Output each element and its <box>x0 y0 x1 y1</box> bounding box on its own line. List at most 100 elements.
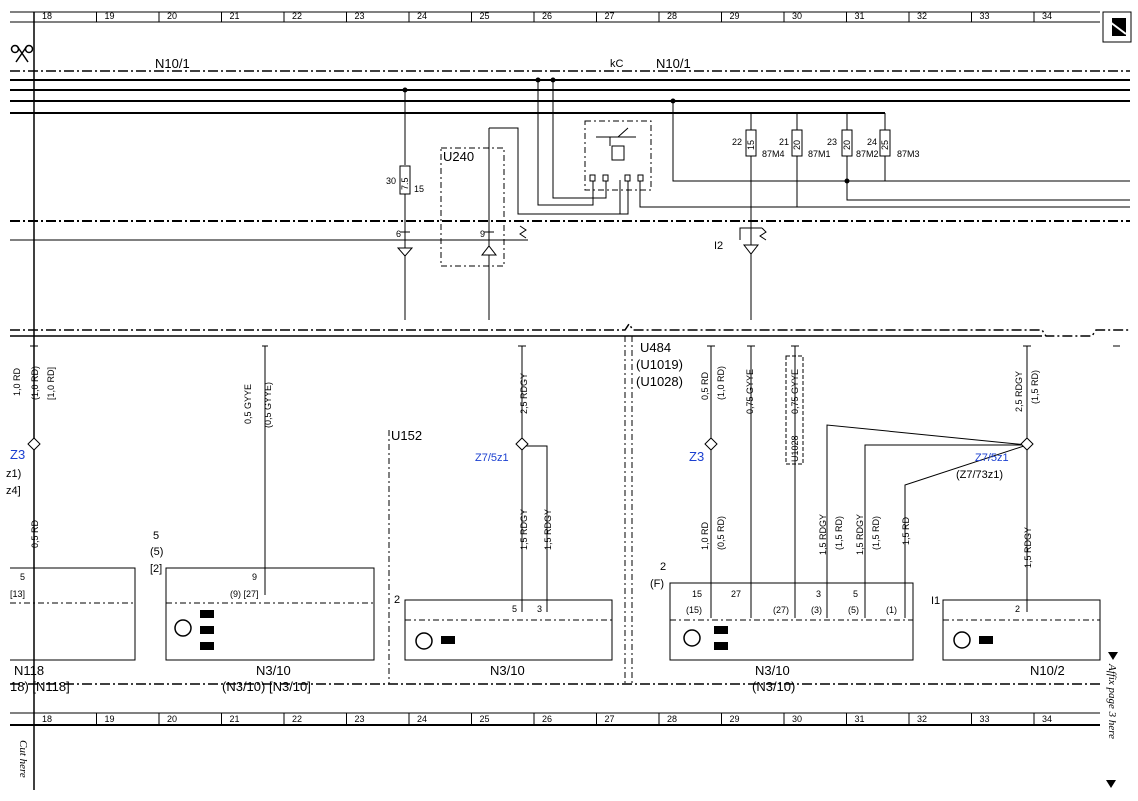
column-number: 24 <box>417 714 427 724</box>
column-number: 20 <box>167 11 177 21</box>
i2-label: I2 <box>714 240 723 252</box>
fuse-pin: 15 <box>414 184 424 194</box>
column-number: 18 <box>42 11 52 21</box>
pin-number: 5 <box>20 572 25 582</box>
wire-label: 1,5 RDGY <box>818 514 828 555</box>
column-number: 19 <box>105 714 115 724</box>
u484-label: U484 <box>640 340 671 355</box>
wire-label: (0,5 GYYE) <box>263 382 273 428</box>
column-number: 26 <box>542 714 552 724</box>
pin-number: 3 <box>816 589 821 599</box>
fuse-pin: 87M2 <box>856 149 879 159</box>
wire-label: 0,5 RD <box>700 371 710 400</box>
column-number: 32 <box>917 714 927 724</box>
column-number: 29 <box>730 11 740 21</box>
column-number: 26 <box>542 11 552 21</box>
pin-number: I1 <box>931 595 940 607</box>
wire-label: 2,5 RDGY <box>1014 371 1024 412</box>
component-name: N3/10 <box>256 663 291 678</box>
pin-number: (15) <box>686 605 702 615</box>
scissors-icon <box>10 44 34 63</box>
pin-number: (3) <box>811 605 822 615</box>
z3-label: Z3 <box>689 449 704 464</box>
z7-label: Z7/5z1 <box>475 452 509 464</box>
fuse-rating: 25 <box>880 140 890 150</box>
pin-number: (1) <box>886 605 897 615</box>
wire-label: 1,5 RDGY <box>543 509 553 550</box>
column-number: 34 <box>1042 11 1052 21</box>
pin-number: (9) [27] <box>230 589 259 599</box>
column-number: 30 <box>792 714 802 724</box>
pin-number: 27 <box>731 589 741 599</box>
column-number: 31 <box>855 714 865 724</box>
column-number: 28 <box>667 11 677 21</box>
cut-here-marker: Cut here <box>17 740 29 778</box>
wire-label: [1,0 RD] <box>46 367 56 400</box>
column-number: 33 <box>980 714 990 724</box>
column-number: 24 <box>417 11 427 21</box>
fuse-number: 30 <box>386 176 396 186</box>
column-number: 20 <box>167 714 177 724</box>
fuse-number: 21 <box>779 137 789 147</box>
splice-label: z4] <box>6 485 21 497</box>
arrow-down-icon <box>1106 652 1118 788</box>
pin-number: 2 <box>1015 604 1020 614</box>
pin-number: 5 <box>153 530 159 542</box>
pin-number: 9 <box>252 572 257 582</box>
column-number: 29 <box>730 714 740 724</box>
wire-label: 1,5 RDGY <box>519 509 529 550</box>
wire-label: (1,0 RD) <box>30 366 40 400</box>
wire-label: 1,5 RDGY <box>855 514 865 555</box>
component-name: N3/10 <box>755 663 790 678</box>
wire-label: 2,5 RDGY <box>519 373 529 414</box>
column-number: 23 <box>355 714 365 724</box>
book-icon <box>1102 11 1132 43</box>
splice-label: z1) <box>6 468 21 480</box>
z7-label: (Z7/73z1) <box>956 469 1003 481</box>
fuse-number: 22 <box>732 137 742 147</box>
pin-number: 15 <box>692 589 702 599</box>
pin-number: [2] <box>150 563 162 575</box>
column-number: 21 <box>230 11 240 21</box>
column-number: 27 <box>605 714 615 724</box>
pin-number: (27) <box>773 605 789 615</box>
wire-label: (1,5 RD) <box>834 516 844 550</box>
wire-label: 1,0 RD <box>12 367 22 396</box>
pin-number: 9 <box>480 229 485 239</box>
column-number: 33 <box>980 11 990 21</box>
u1028-box-label: U1028 <box>790 435 800 462</box>
kc-label: kC <box>610 58 624 70</box>
z7-label: Z7/5z1 <box>975 452 1009 464</box>
pin-number: 3 <box>537 604 542 614</box>
wire-label: (1,5 RD) <box>871 516 881 550</box>
column-number: 25 <box>480 11 490 21</box>
column-number: 22 <box>292 11 302 21</box>
pin-number: (5) <box>848 605 859 615</box>
u1028-label: (U1028) <box>636 374 683 389</box>
column-number: 18 <box>42 714 52 724</box>
fuse-rating: 20 <box>792 140 802 150</box>
hand-pointer-icon <box>200 610 993 650</box>
fuse-pin: 87M4 <box>762 149 785 159</box>
wire-label: 0,5 RD <box>30 519 40 548</box>
wire-label: 0,75 GYYE <box>790 369 800 414</box>
module-label: N10/1 <box>155 56 190 71</box>
u240-label: U240 <box>443 149 474 164</box>
wire-label: 0,5 GYYE <box>243 384 253 424</box>
pin-number: 5 <box>853 589 858 599</box>
wire-label: 1,5 RDGY <box>1023 527 1033 568</box>
column-number: 19 <box>105 11 115 21</box>
pin-number: 2 <box>394 594 400 606</box>
fuse-pin: 87M1 <box>808 149 831 159</box>
z3-label: Z3 <box>10 447 25 462</box>
component-name: N10/2 <box>1030 663 1065 678</box>
pin-number: 2 <box>660 561 666 573</box>
component-name: N3/10 <box>490 663 525 678</box>
u152-label: U152 <box>391 428 422 443</box>
transistor-icon <box>174 619 971 650</box>
fuse-rating: 20 <box>842 140 852 150</box>
fuse-number: 24 <box>867 137 877 147</box>
column-number: 30 <box>792 11 802 21</box>
column-number: 21 <box>230 714 240 724</box>
fuse-number: 23 <box>827 137 837 147</box>
